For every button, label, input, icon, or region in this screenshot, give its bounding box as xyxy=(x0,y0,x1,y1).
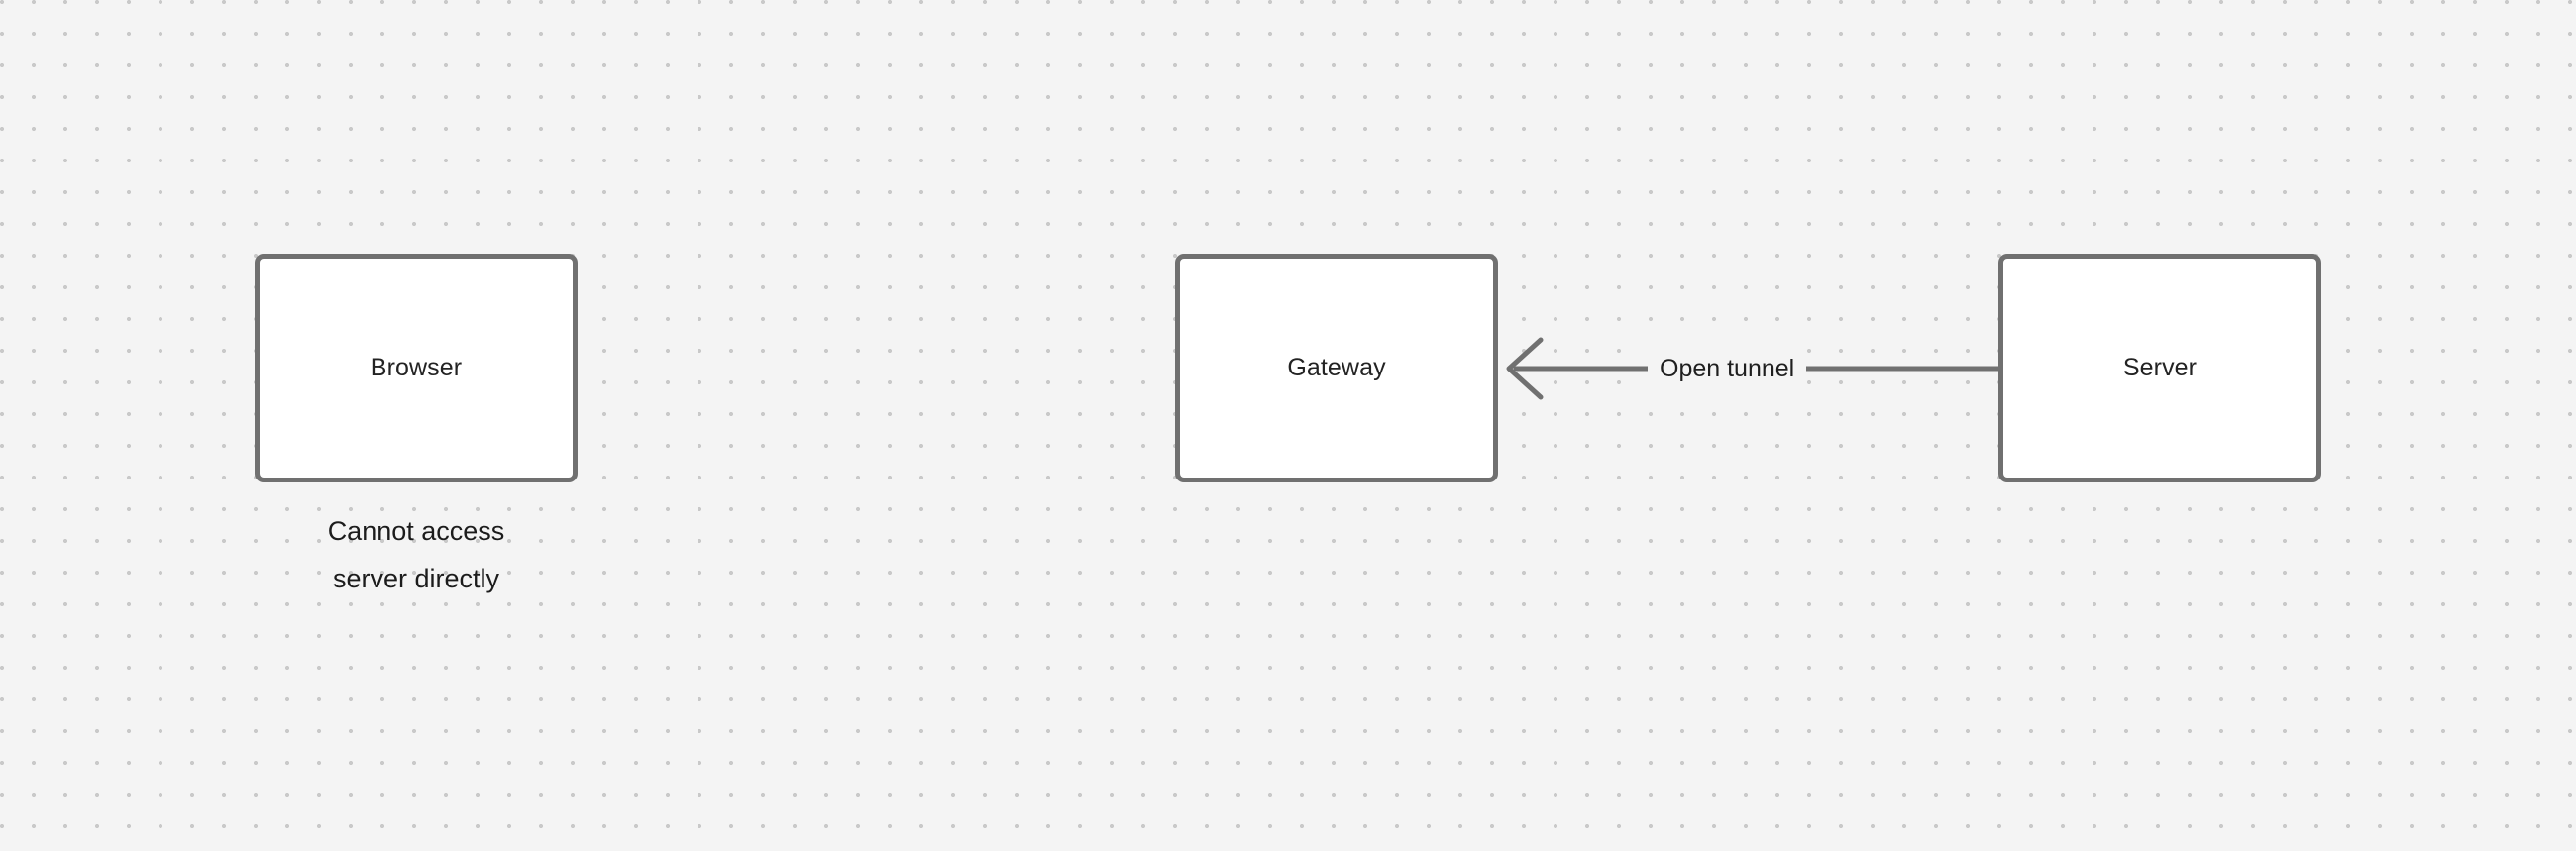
edge-label-open-tunnel: Open tunnel xyxy=(1648,346,1807,391)
node-gateway-label: Gateway xyxy=(1287,354,1386,381)
browser-note-line-1: Cannot access xyxy=(327,516,505,546)
browser-note-line-2: server directly xyxy=(332,564,500,593)
node-server[interactable]: Server xyxy=(1998,254,2321,482)
arrowhead-left-icon xyxy=(1506,337,1544,400)
node-browser[interactable]: Browser xyxy=(255,254,578,482)
node-browser-label: Browser xyxy=(370,354,463,381)
node-server-label: Server xyxy=(2122,354,2198,381)
browser-note: Cannot access server directly xyxy=(255,507,578,602)
node-gateway[interactable]: Gateway xyxy=(1175,254,1498,482)
